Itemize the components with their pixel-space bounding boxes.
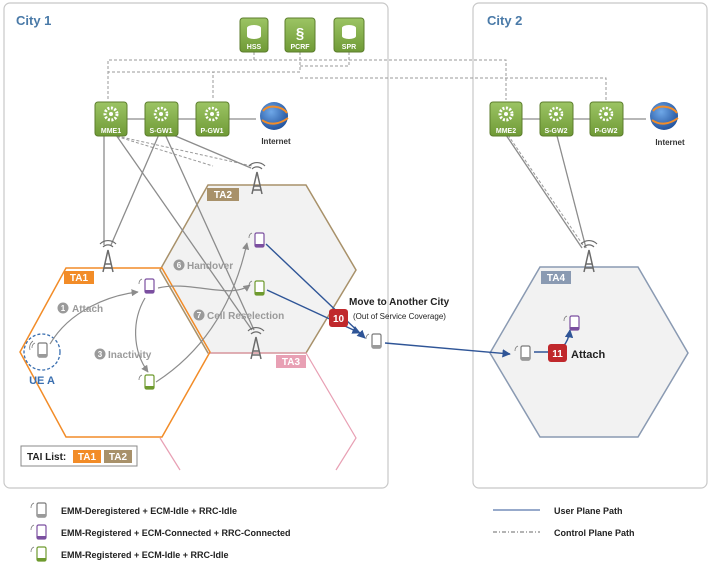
sgw2-label: S-GW2 [545,128,568,135]
ta2-label-box [207,188,239,201]
mme1-label: MME1 [101,128,121,135]
hss-label: HSS [247,44,262,51]
sgw1-node: S-GW1 [144,101,179,137]
step-3: 3 Inactivity [94,348,152,361]
step-10-num: 10 [333,314,345,325]
tai-list: TAI List: TA1 TA2 [20,445,138,467]
legend-text-user-plane: User Plane Path [554,506,623,516]
ta4-label-box [541,271,571,284]
internet1-node: Internet [260,102,291,146]
legend-text-control-plane: Control Plane Path [554,528,635,538]
tai-list-item-ta1: TA1 [78,452,97,463]
step-1-text: Attach [72,304,103,315]
city1-label: City 1 [16,13,51,28]
step-3-num: 3 [98,350,103,359]
ue-device-purple-icon [248,232,265,248]
ta3-edge-left [159,437,181,471]
spr-label: SPR [342,44,356,51]
ta1-label: TA1 [70,273,89,284]
mme1-node: MME1 [94,101,128,137]
tai-list-label: TAI List: [27,452,66,463]
ue-device-gray-icon [514,345,531,361]
step-10-text: Move to Another City [349,297,450,308]
step-3-text: Inactivity [108,350,152,361]
legend-text-deregistered: EMM-Deregistered + ECM-Idle + RRC-Idle [61,506,237,516]
ue-device-purple-icon [563,315,580,331]
hss-node: HSS [239,17,269,53]
ta3-label: TA3 [282,357,301,368]
ue-device-purple-icon [138,278,155,294]
step-11-num: 11 [552,349,563,360]
pcrf-node: § PCRF [284,17,316,53]
step-7-text: Cell Reselection [207,311,284,322]
legend-item-user-plane: User Plane Path [493,506,623,516]
step-7-num: 7 [197,311,202,320]
step-11: 11 Attach [548,344,606,362]
internet1-label: Internet [261,137,291,146]
pcrf-glyph-icon: § [296,25,304,42]
legend-item-deregistered: EMM-Deregistered + ECM-Idle + RRC-Idle [30,502,237,518]
mme2-node: MME2 [489,101,523,137]
pgw1-label: P-GW1 [201,128,224,135]
sgw2-node: S-GW2 [539,101,574,137]
cell-tower-icon [247,327,265,360]
ta2-label: TA2 [214,190,233,201]
step-10-subtext: (Out of Service Coverage) [353,312,446,321]
internet2-node: Internet [650,102,685,147]
sgw1-label: S-GW1 [150,128,173,135]
legend-item-control-plane: Control Plane Path [493,528,635,538]
legend-item-connected: EMM-Registered + ECM-Connected + RRC-Con… [30,524,291,540]
core-links [103,118,646,331]
internet2-label: Internet [655,138,685,147]
ue-device-gray-icon [365,333,382,349]
step-1-num: 1 [61,304,66,313]
pgw2-node: P-GW2 [589,101,624,137]
ue-device-green-icon [248,280,265,296]
mme2-label: MME2 [496,128,516,135]
ue-flow-arrows [49,242,251,383]
pgw2-label: P-GW2 [595,128,618,135]
cell-tower-icon [99,240,117,273]
spr-node: SPR [333,17,365,53]
legend-text-connected: EMM-Registered + ECM-Connected + RRC-Con… [61,528,291,538]
legend-item-idle: EMM-Registered + ECM-Idle + RRC-Idle [30,546,229,562]
ta4-label: TA4 [547,273,566,284]
step-10: 10 Move to Another City (Out of Service … [329,297,450,327]
ue-device-green-icon [138,374,155,390]
step-11-text: Attach [571,349,606,361]
ta1-hexagon [19,267,211,438]
ta3-hexagon [208,352,357,471]
legend-text-idle: EMM-Registered + ECM-Idle + RRC-Idle [61,550,229,560]
pgw1-node: P-GW1 [195,101,230,137]
pcrf-label: PCRF [290,44,310,51]
ta1-label-box [64,271,94,284]
cell-tower-icon [580,240,598,273]
ue-a-circle [23,333,61,371]
tai-list-item-ta2: TA2 [109,452,128,463]
step-6-num: 6 [177,261,182,270]
step-7: 7 Cell Reselection [193,309,284,322]
control-plane-links [107,52,607,249]
city2-label: City 2 [487,13,522,28]
step-6-text: Handover [187,261,233,272]
ta4-hexagon [489,266,689,438]
ue-a-label: UE A [29,375,55,387]
legend: EMM-Deregistered + ECM-Idle + RRC-Idle E… [30,502,635,562]
step-1: 1 Attach [57,302,103,315]
cell-tower-icon [248,162,266,195]
ta3-label-box [276,355,306,368]
step-6: 6 Handover [173,259,233,272]
ue-device-gray-icon [29,340,48,358]
